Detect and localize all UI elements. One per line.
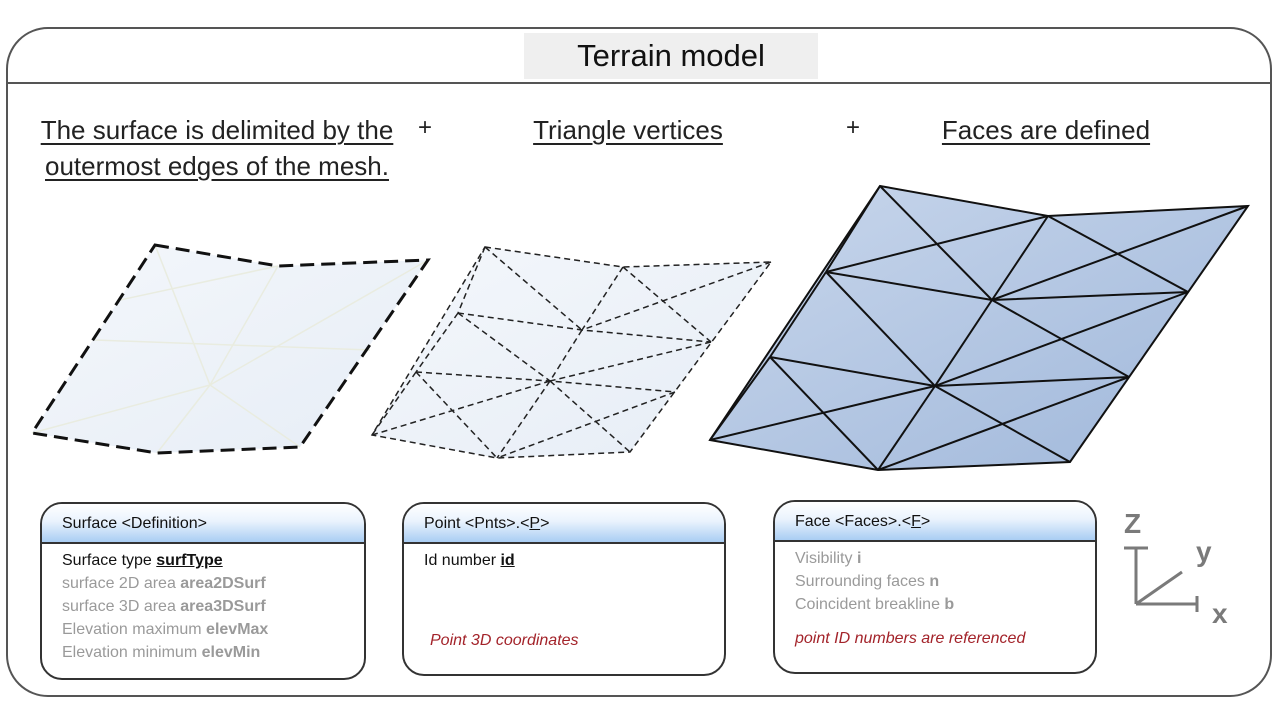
plus-sign-1: + [418, 114, 433, 141]
point-attr-row: Id number id [424, 549, 724, 572]
point-header-key: P [529, 515, 541, 532]
point-card: Point <Pnts>.<P> Id number id Point 3D c… [402, 502, 726, 676]
heading-vertices: Triangle vertices [490, 112, 766, 148]
face-note: point ID numbers are referenced [795, 630, 1026, 647]
surface-attr-name: elevMax [206, 621, 269, 638]
surface-attr-label: surface 3D area [62, 598, 181, 615]
surface-attr-name: surfType [156, 552, 223, 569]
surface-attr-row: Surface type surfType [62, 549, 364, 572]
surface-attr-label: Elevation maximum [62, 621, 207, 638]
face-header-pre: Face <Faces>.< [795, 513, 912, 530]
face-attr-row: Surrounding faces n [795, 570, 1095, 593]
point-card-header: Point <Pnts>.<P> [404, 504, 724, 544]
face-attr-label: Coincident breakline [795, 596, 945, 613]
axes-icon [1124, 546, 1199, 612]
point-attr-name: id [500, 552, 515, 569]
surface-attr-label: Surface type [62, 552, 157, 569]
surface-attr-row: surface 2D area area2DSurf [62, 572, 364, 595]
face-attr-name: n [929, 573, 940, 590]
surface-attr-label: Elevation minimum [62, 644, 202, 661]
heading-surface: The surface is delimited by the outermos… [30, 112, 404, 184]
face-attr-name: i [856, 550, 862, 567]
face-attr-row: Coincident breakline b [795, 593, 1095, 616]
plus-sign-2: + [846, 114, 861, 141]
point-header-pre: Point <Pnts>.< [424, 515, 530, 532]
face-card-body: Visibility i Surrounding faces n Coincid… [775, 542, 1095, 616]
axis-x-label: x [1212, 598, 1228, 629]
surface-attr-name: elevMin [201, 644, 261, 661]
heading-faces: Faces are defined [905, 112, 1187, 148]
surface-attr-name: area2DSurf [180, 575, 266, 592]
triangle-vertices-diagram [370, 246, 773, 459]
face-card-header: Face <Faces>.<F> [775, 502, 1095, 542]
point-note: Point 3D coordinates [430, 632, 579, 649]
surface-attr-row: Elevation maximum elevMax [62, 618, 364, 641]
face-card: Face <Faces>.<F> Visibility i Surroundin… [773, 500, 1097, 674]
surface-attr-name: area3DSurf [180, 598, 266, 615]
face-attr-row: Visibility i [795, 547, 1095, 570]
surface-card-body: Surface type surfType surface 2D area ar… [42, 544, 364, 664]
page-title: Terrain model [524, 33, 818, 79]
faces-defined-diagram [708, 184, 1250, 472]
face-attr-label: Surrounding faces [795, 573, 930, 590]
surface-definition-card: Surface <Definition> Surface type surfTy… [40, 502, 366, 680]
surface-card-header: Surface <Definition> [42, 504, 364, 544]
heading-vertices-text: Triangle vertices [533, 115, 723, 145]
face-header-key: F [911, 513, 921, 530]
point-header-post: > [540, 515, 550, 532]
point-attr-label: Id number [424, 552, 501, 569]
surface-attr-row: Elevation minimum elevMin [62, 641, 364, 664]
surface-boundary-diagram [29, 243, 431, 455]
axis-z-label: Z [1124, 508, 1142, 539]
point-card-body: Id number id [404, 544, 724, 572]
surface-attr-row: surface 3D area area3DSurf [62, 595, 364, 618]
axis-y-label: y [1196, 536, 1212, 567]
face-attr-name: b [944, 596, 955, 613]
frame-divider [6, 82, 1272, 84]
heading-surface-text: The surface is delimited by the outermos… [40, 115, 394, 181]
surface-attr-label: surface 2D area [62, 575, 181, 592]
face-attr-label: Visibility [795, 550, 857, 567]
heading-faces-text: Faces are defined [941, 115, 1151, 145]
face-header-post: > [920, 513, 931, 530]
